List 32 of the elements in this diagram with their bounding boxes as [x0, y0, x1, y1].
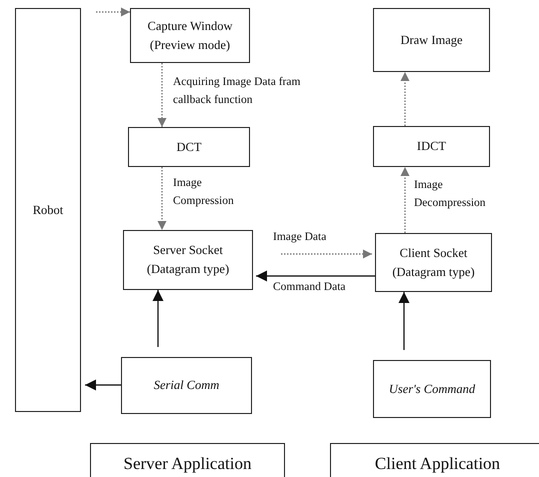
node-label: Client Socket (Datagram type)	[391, 244, 476, 281]
process-box	[123, 230, 253, 290]
section-title-box	[90, 443, 285, 477]
node-label: User's Command	[388, 380, 476, 398]
arrow	[152, 290, 164, 347]
process-box	[373, 360, 491, 418]
node-label: IDCT	[416, 138, 446, 156]
arrow	[256, 270, 375, 282]
process-box	[121, 357, 252, 414]
process-box	[375, 233, 492, 292]
section-title-box	[330, 443, 539, 477]
arrow	[398, 292, 410, 350]
node-label: Draw Image	[400, 32, 463, 49]
node-label: DCT	[176, 138, 202, 156]
arrow	[85, 380, 121, 390]
process-box	[128, 127, 250, 167]
arrow	[400, 167, 410, 233]
arrow	[158, 167, 166, 230]
node-label: Capture Window (Preview mode)	[146, 18, 234, 54]
node-label: Serial Comm	[154, 377, 220, 394]
arrow	[281, 250, 372, 258]
process-box	[373, 126, 490, 167]
node-label: Client Application	[374, 453, 500, 475]
arrow	[96, 8, 130, 16]
arrow	[400, 72, 410, 126]
node-label: Server Application	[124, 453, 252, 475]
arrow	[158, 63, 166, 127]
process-box	[130, 8, 250, 63]
node-label: Robot	[32, 202, 64, 219]
process-box	[373, 8, 490, 72]
process-box	[15, 8, 81, 412]
node-label: Server Socket (Datagram type)	[146, 242, 230, 278]
